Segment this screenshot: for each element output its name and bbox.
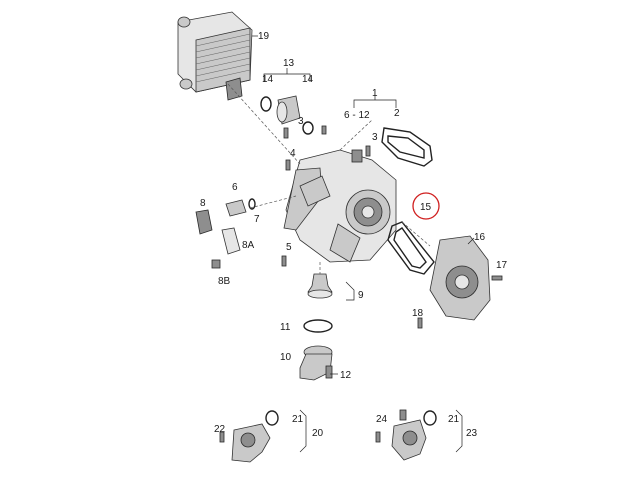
highlight-circle-15 (412, 192, 440, 220)
coolant-flange-right (391, 409, 437, 461)
callout-5: 5 (286, 242, 292, 253)
callout-2: 2 (394, 108, 400, 119)
water-pump-housing (283, 149, 397, 263)
callout-10: 10 (280, 352, 292, 363)
gasket (381, 127, 433, 167)
coolant-outlet (299, 345, 333, 381)
callout-21-right: 21 (448, 414, 460, 425)
temperature-sensor (195, 198, 256, 255)
coolant-flange-left (231, 410, 279, 463)
callout-8a: 8A (242, 240, 255, 251)
callout-20: 20 (312, 428, 324, 439)
callout-6-12: 6 - 12 (344, 110, 370, 121)
callout-13: 13 (283, 58, 295, 69)
callout-3-left: 3 (298, 116, 304, 127)
belt-cover (429, 235, 491, 321)
callout-21-left: 21 (292, 414, 304, 425)
callout-9: 9 (358, 290, 364, 301)
bolts (211, 127, 503, 443)
callout-12: 12 (340, 370, 352, 381)
callout-14-right: 14 (302, 74, 314, 85)
oil-cooler (177, 11, 253, 101)
callout-22: 22 (214, 424, 226, 435)
connecting-pipe (260, 95, 327, 135)
leader-lines (252, 35, 475, 453)
callout-17: 17 (496, 260, 508, 271)
callout-18: 18 (412, 308, 424, 319)
callout-23: 23 (466, 428, 478, 439)
thermostat (303, 273, 333, 333)
callout-7: 7 (254, 214, 260, 225)
callout-14-left: 14 (262, 74, 274, 85)
callout-19: 19 (258, 31, 270, 42)
assembly-lines (227, 83, 431, 274)
callout-1: 1 (372, 88, 378, 99)
callout-8: 8 (200, 198, 206, 209)
callout-3-right: 3 (372, 132, 378, 143)
callouts: 19 13 14 14 1 6 - 12 2 3 3 4 6 7 8 8A 8B… (200, 31, 508, 439)
callout-6: 6 (232, 182, 238, 193)
callout-8b: 8B (218, 276, 231, 287)
callout-24: 24 (376, 414, 388, 425)
callout-16: 16 (474, 232, 486, 243)
callout-4: 4 (290, 148, 296, 159)
callout-11: 11 (280, 322, 291, 333)
callout-15: 15 (420, 202, 432, 213)
